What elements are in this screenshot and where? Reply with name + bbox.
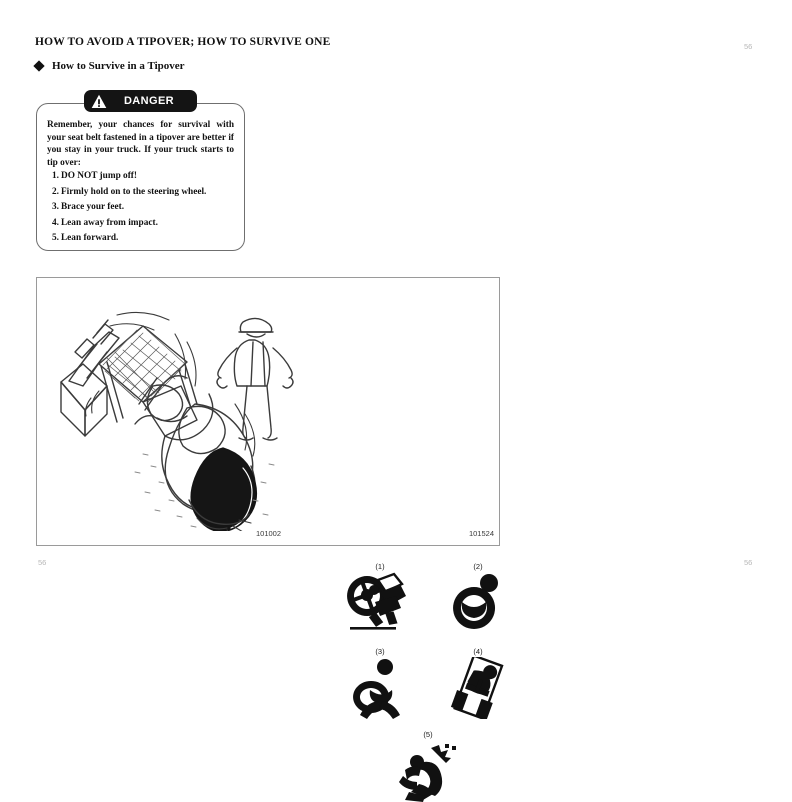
pictogram-5-label: (5) [423, 730, 433, 739]
list-item: 2.Firmly hold on to the steering wheel. [52, 185, 242, 201]
lean-away-from-impact-icon [450, 657, 504, 719]
folio-bottom-right: 56 [744, 558, 753, 567]
page-title: HOW TO AVOID A TIPOVER; HOW TO SURVIVE O… [35, 36, 331, 48]
folio-top-right: 56 [744, 42, 753, 51]
section-heading-label: How to Survive in a Tipover [52, 60, 185, 72]
pictogram-1-label: (1) [375, 562, 385, 571]
warning-triangle-icon [91, 94, 107, 108]
pictogram-2-label: (2) [473, 562, 483, 571]
list-item: 3.Brace your feet. [52, 200, 242, 216]
pictogram-5: (5) [387, 730, 469, 802]
danger-paragraph: Remember, your chances for survival with… [47, 120, 234, 168]
pictogram-3: (3) [339, 647, 421, 719]
folio-bottom-left: 56 [38, 558, 47, 567]
step-text: Firmly hold on to the steering wheel. [60, 186, 207, 197]
pictogram-1: (1) [339, 562, 421, 634]
step-number: 1. [52, 171, 59, 181]
list-item: 1.DO NOT jump off! [52, 169, 242, 185]
step-text: Lean forward. [60, 233, 119, 244]
step-text: Lean away from impact. [60, 217, 158, 228]
pictogram-2: (2) [437, 562, 519, 634]
diamond-bullet-icon [33, 60, 45, 72]
do-not-jump-off-icon [347, 572, 406, 630]
hold-steering-wheel-icon [453, 574, 498, 629]
step-text: DO NOT jump off! [60, 171, 137, 181]
figure-frame: (1) (2) [36, 277, 504, 802]
step-number: 2. [52, 186, 59, 197]
step-number: 5. [52, 233, 59, 244]
list-item: 4.Lean away from impact. [52, 216, 242, 232]
pictogram-4-label: (4) [473, 647, 483, 656]
pictogram-3-label: (3) [375, 647, 385, 656]
danger-callout: DANGER Remember, your chances for surviv… [36, 90, 245, 251]
lean-forward-icon [399, 744, 456, 802]
danger-label: DANGER [123, 95, 175, 107]
figure-code-left: 101002 [256, 529, 282, 538]
section-heading: How to Survive in a Tipover [33, 60, 185, 72]
step-number: 4. [52, 217, 59, 228]
pictogram-4: (4) [437, 647, 519, 719]
forklift-tipover-illustration [60, 311, 294, 531]
danger-box-border [36, 103, 245, 251]
danger-header: DANGER [84, 90, 197, 112]
step-number: 3. [52, 202, 59, 213]
figure-code-right: 101524 [468, 529, 494, 538]
danger-step-list: 1.DO NOT jump off! 2.Firmly hold on to t… [52, 169, 242, 247]
list-item: 5.Lean forward. [52, 231, 242, 247]
brace-feet-icon [353, 659, 400, 719]
step-text: Brace your feet. [60, 202, 125, 213]
